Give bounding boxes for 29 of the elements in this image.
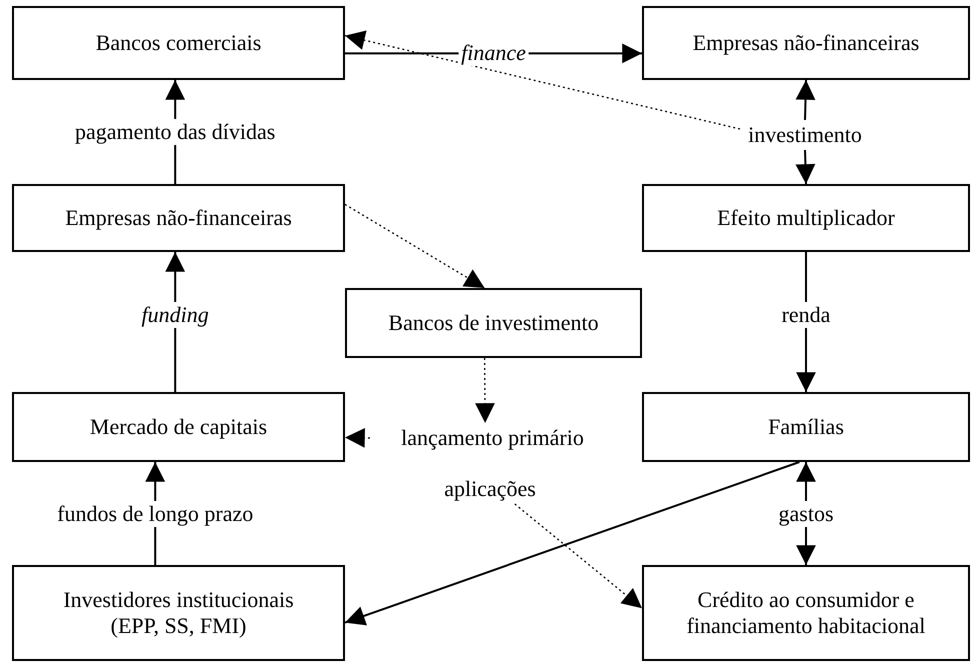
arrow xyxy=(344,30,740,130)
node-label: Empresas não-financeiras xyxy=(65,204,292,232)
node-label: Investidores institucionais (EPP, SS, FMI) xyxy=(62,586,295,640)
node-label: Bancos comerciais xyxy=(96,30,262,56)
node-label: Famílias xyxy=(768,414,844,440)
process-box xyxy=(345,288,642,358)
arrow xyxy=(475,358,495,423)
node-label: Efeito multiplicador xyxy=(717,204,895,232)
arrow xyxy=(796,150,816,184)
process-box xyxy=(12,6,345,80)
node-label: Crédito ao consumidor e financiamento habitacional xyxy=(686,586,926,640)
node-label: aplicações xyxy=(444,476,536,502)
arrow xyxy=(796,80,816,120)
process-box xyxy=(642,184,970,252)
arrow xyxy=(344,428,370,448)
node-label: Mercado de capitais xyxy=(90,414,268,440)
node-label: Empresas não-financeiras xyxy=(692,30,920,56)
process-box xyxy=(12,392,345,462)
process-box xyxy=(12,184,345,252)
arrow xyxy=(344,461,800,626)
process-box xyxy=(12,565,345,661)
node-label: investimento xyxy=(748,122,862,148)
arrow xyxy=(514,504,642,609)
process-box xyxy=(642,6,970,80)
process-box xyxy=(642,392,970,462)
arrow xyxy=(344,204,485,289)
process-box xyxy=(642,565,970,661)
node-label: Bancos de investimento xyxy=(388,310,599,336)
node-label: lançamento primário xyxy=(401,424,584,452)
